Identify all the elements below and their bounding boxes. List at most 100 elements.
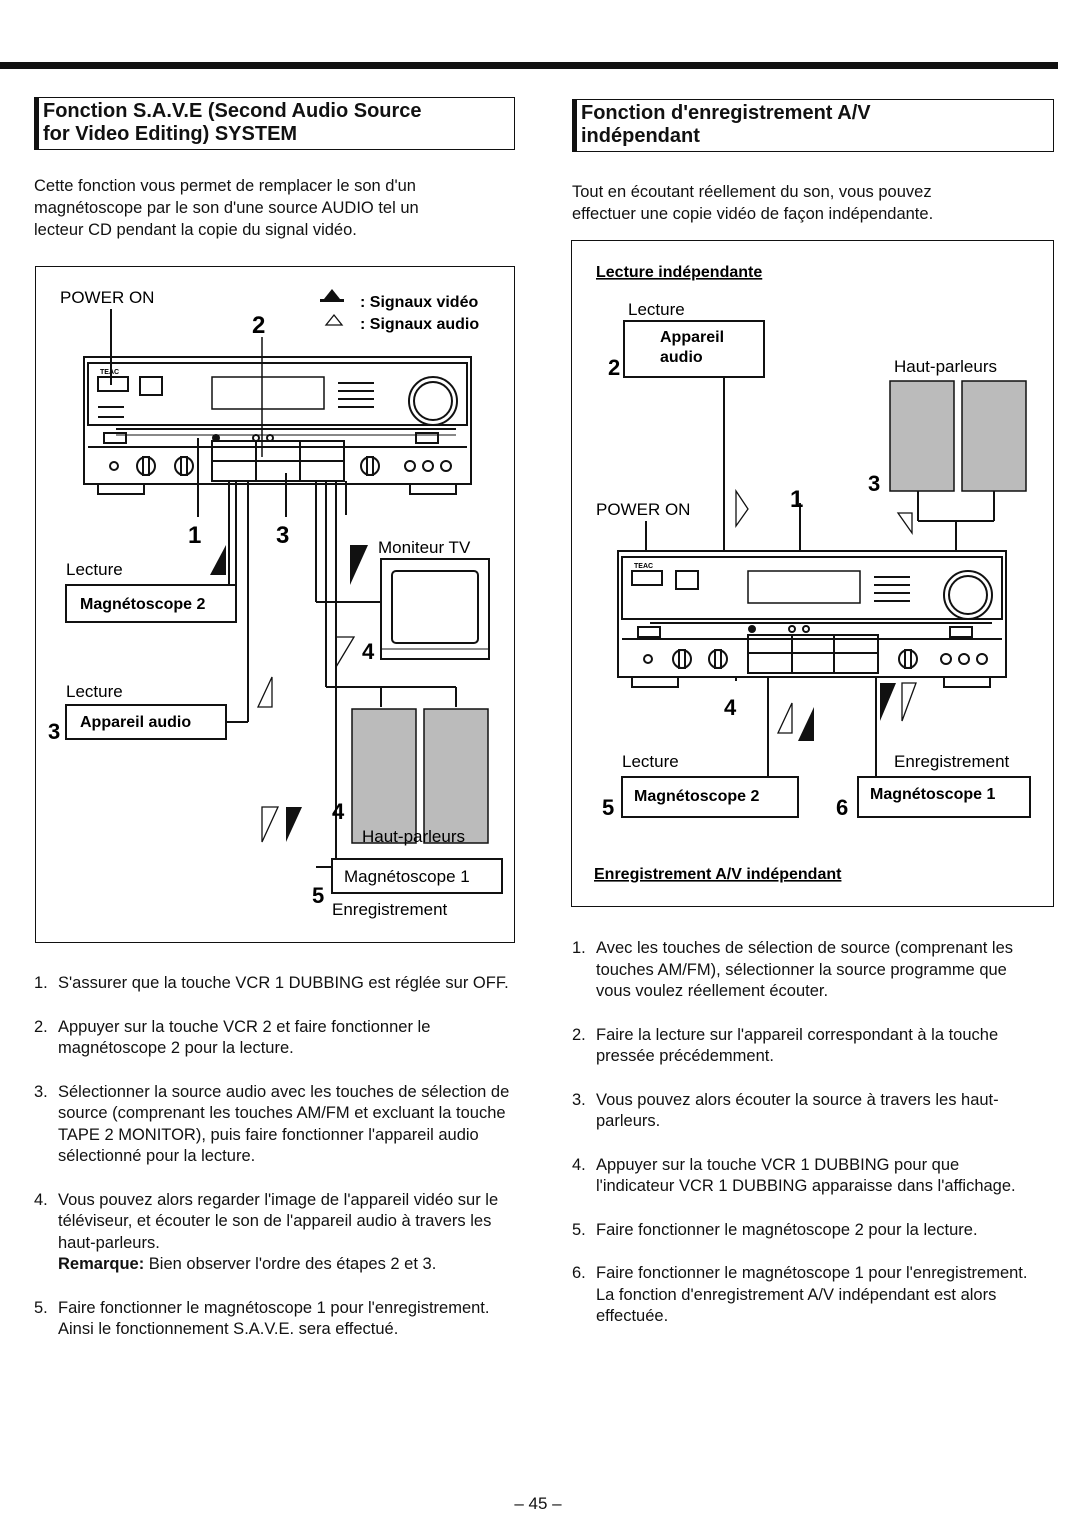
list-item: 3. Sélectionner la source audio avec les … <box>34 1082 516 1168</box>
appareil-audio-box <box>65 704 227 740</box>
step-text: Faire fonctionner le magnétoscope 2 pour… <box>596 1220 978 1239</box>
right-section-heading: Fonction d'enregistrement A/V indépendan… <box>572 99 1054 152</box>
step-number: 4. <box>572 1155 586 1174</box>
left-steps-list: 1.S'assurer que la touche VCR 1 DUBBING … <box>34 973 516 1363</box>
video-arrow-up-icon <box>210 545 226 575</box>
step-number-3: 3 <box>276 522 289 549</box>
step-text: Sélectionner la source audio avec les to… <box>58 1082 510 1166</box>
right-steps-list: 1.Avec les touches de sélection de sourc… <box>572 938 1042 1350</box>
step-text: Vous pouvez alors regarder l'image de l'… <box>58 1190 499 1252</box>
intro-line: effectuer une copie vidéo de façon indép… <box>572 205 934 223</box>
step-text: Faire fonctionner le magnétoscope 1 pour… <box>596 1264 1028 1325</box>
magnetoscope-1-label: Magnétoscope 1 <box>870 786 995 803</box>
note-text: Bien observer l'ordre des étapes 2 et 3. <box>144 1255 437 1273</box>
list-item: 1.Avec les touches de sélection de sourc… <box>572 938 1042 1003</box>
intro-line: magnétoscope par le son d'une source AUD… <box>34 199 419 217</box>
save-connection-diagram: TEAC : Signaux vidéo : Signaux audio POW… <box>35 266 515 943</box>
save-diagram-svg: TEAC : Signaux vidéo : Signaux audio POW… <box>48 288 503 919</box>
intro-line: Tout en écoutant réellement du son, vous… <box>572 183 932 201</box>
audio-arrow-up-icon <box>896 512 913 536</box>
list-item: 4.Vous pouvez alors regarder l'image de … <box>34 1190 516 1276</box>
audio-signal-arrow-icon <box>324 313 344 326</box>
magnetoscope-1-label: Magnétoscope 1 <box>344 867 470 886</box>
left-heading-line2: for Video Editing) SYSTEM <box>43 123 298 145</box>
magnetoscope-1-box <box>857 776 1031 818</box>
magnetoscope-2-box <box>621 776 799 818</box>
top-rule <box>0 62 1058 69</box>
intro-line: lecteur CD pendant la copie du signal vi… <box>34 221 357 239</box>
step-number-5: 5 <box>312 883 324 908</box>
power-on-label: POWER ON <box>60 288 154 307</box>
step-number-4: 4 <box>332 799 345 824</box>
step-number-4: 4 <box>362 639 375 664</box>
right-heading-line2: indépendant <box>581 125 700 147</box>
heading-marker <box>572 99 577 152</box>
lecture-label: Lecture <box>628 300 685 319</box>
step-text: Appuyer sur la touche VCR 1 DUBBING pour… <box>596 1155 1016 1196</box>
step-number: 6. <box>572 1264 586 1282</box>
right-intro: Tout en écoutant réellement du son, vous… <box>572 181 1052 225</box>
appareil-label: Appareil <box>660 329 724 346</box>
magnetoscope-2-label: Magnétoscope 2 <box>80 596 205 613</box>
tv-monitor-icon <box>380 558 490 660</box>
appareil-audio-box <box>623 320 765 378</box>
step-number: 5. <box>34 1298 48 1317</box>
step-number-5: 5 <box>602 795 614 820</box>
step-number-3: 3 <box>48 719 60 744</box>
power-on-label: POWER ON <box>596 500 690 519</box>
enregistrement-label: Enregistrement <box>332 900 448 919</box>
step-number-1: 1 <box>790 486 803 513</box>
step-number-2: 2 <box>252 312 265 339</box>
list-item: 5.Faire fonctionner le magnétoscope 2 po… <box>572 1220 1042 1242</box>
haut-parleurs-label: Haut-parleurs <box>894 357 997 376</box>
step-number: 1. <box>34 974 48 992</box>
list-item: 2. Appuyer sur la touche VCR 2 et faire f… <box>34 1017 516 1060</box>
step-number-6: 6 <box>836 795 848 820</box>
audio-arrow-up-icon <box>256 676 273 708</box>
left-section-heading: Fonction S.A.V.E (Second Audio Source fo… <box>34 97 515 150</box>
right-heading-line1: Fonction d'enregistrement A/V <box>581 102 871 124</box>
video-arrow-up-icon <box>798 707 814 741</box>
amplifier-brand: TEAC <box>634 563 653 570</box>
step-number: 2. <box>34 1017 48 1036</box>
magnetoscope-1-box <box>331 858 503 894</box>
amplifier-icon <box>617 550 1007 688</box>
note-label: Remarque: <box>58 1255 145 1273</box>
amplifier-brand: TEAC <box>100 369 119 376</box>
caption-lecture-independante: Lecture indépendante <box>596 264 762 281</box>
moniteur-tv-label: Moniteur TV <box>378 538 471 557</box>
step-number: 1. <box>572 939 586 957</box>
legend: : Signaux vidéo : Signaux audio <box>320 289 479 333</box>
step-text: Appuyer sur la touche VCR 2 et faire fon… <box>58 1017 431 1058</box>
audio-arrow-down-icon <box>261 806 280 843</box>
video-arrow-down-icon <box>880 683 896 721</box>
step-number-3: 3 <box>868 471 880 496</box>
video-signal-arrow-icon <box>324 289 340 299</box>
video-arrow-down-icon <box>350 545 368 585</box>
step-number: 3. <box>34 1082 48 1101</box>
list-item: 3.Vous pouvez alors écouter la source à … <box>572 1090 1042 1133</box>
av-diagram-svg: Lecture indépendante Lecture 2 Appareil … <box>594 264 1031 883</box>
step-number: 2. <box>572 1025 586 1044</box>
haut-parleurs-label: Haut-parleurs <box>362 827 465 846</box>
step-number-1: 1 <box>188 522 201 549</box>
caption-enregistrement-av: Enregistrement A/V indépendant <box>594 866 842 883</box>
enregistrement-label: Enregistrement <box>894 752 1010 771</box>
audio-arrow-up-icon <box>776 702 793 734</box>
step-text: Faire fonctionner le magnétoscope 1 pour… <box>58 1298 490 1339</box>
left-heading-line1: Fonction S.A.V.E (Second Audio Source <box>43 100 422 122</box>
intro-line: Cette fonction vous permet de remplacer … <box>34 177 416 195</box>
step-number-2: 2 <box>608 355 620 380</box>
legend-audio-label: : Signaux audio <box>360 316 479 333</box>
amplifier-icon <box>83 356 472 495</box>
heading-marker <box>34 97 39 150</box>
legend-video-label: : Signaux vidéo <box>360 294 478 311</box>
speaker-icon <box>889 380 1027 492</box>
audio-arrow-down-icon <box>735 488 749 529</box>
list-item: 6. Faire fonctionner le magnétoscope 1 po… <box>572 1263 1042 1328</box>
lecture-label: Lecture <box>66 560 123 579</box>
magnetoscope-2-box <box>65 584 237 623</box>
video-arrow-down-icon <box>286 807 302 842</box>
audio-arrow-down-icon <box>901 682 917 722</box>
audio-label: audio <box>660 349 703 366</box>
